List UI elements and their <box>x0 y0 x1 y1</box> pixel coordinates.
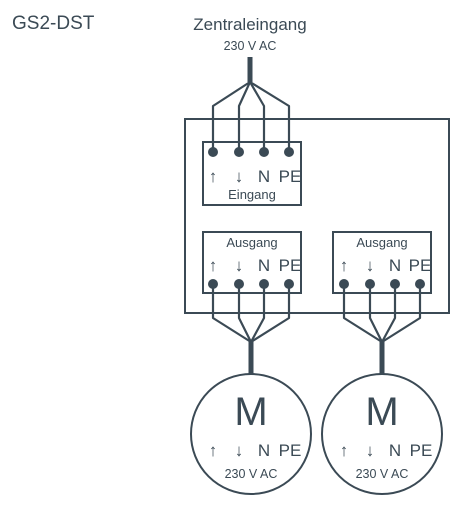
terminal-up-label: ↑ <box>340 441 349 460</box>
eingang-label: Eingang <box>228 187 276 202</box>
output-1-wire-pe <box>250 284 291 343</box>
terminal-n-label: N <box>258 256 270 275</box>
input-wire-n <box>249 81 266 150</box>
terminal-pe-label: PE <box>410 441 433 460</box>
ausgang-2-terminal-block: Ausgang ↑ ↓ N PE <box>332 231 432 294</box>
ausgang-2-label: Ausgang <box>356 235 407 250</box>
central-input-label: Zentraleingang <box>193 15 306 34</box>
input-wire-up <box>211 81 251 150</box>
eingang-terminal-block: ↑ ↓ N PE Eingang <box>202 141 302 206</box>
diagram-title: GS2-DST <box>12 13 95 34</box>
motor-symbol: M <box>234 390 267 434</box>
terminal-n-label: N <box>389 441 401 460</box>
terminal-pe-label: PE <box>279 441 302 460</box>
motor-2: M ↑ ↓ N PE 230 V AC <box>321 373 443 495</box>
terminal-pe-label: PE <box>409 256 432 275</box>
terminal-n-label: N <box>258 167 270 186</box>
output-2-wire-down <box>368 284 383 343</box>
terminal-pe-label: PE <box>279 167 302 186</box>
motor-circle <box>321 373 443 495</box>
terminal-down-label: ↓ <box>366 256 375 275</box>
central-input-voltage: 230 V AC <box>224 39 277 53</box>
input-wire-down <box>237 81 251 150</box>
motor-circle <box>190 373 312 495</box>
terminal-dot <box>284 147 294 157</box>
input-wire-pe <box>249 81 291 150</box>
terminal-n-label: N <box>258 441 270 460</box>
terminal-pe-label: PE <box>279 256 302 275</box>
terminal-n-label: N <box>389 256 401 275</box>
terminal-down-label: ↓ <box>235 167 244 186</box>
ausgang-1-label: Ausgang <box>226 235 277 250</box>
output-1-wire-n <box>250 284 266 343</box>
ausgang-1-terminal-block: Ausgang ↑ ↓ N PE <box>202 231 302 294</box>
terminal-dot <box>234 147 244 157</box>
terminal-down-label: ↓ <box>235 441 244 460</box>
terminal-dot <box>259 147 269 157</box>
device-enclosure <box>184 118 450 314</box>
terminal-up-label: ↑ <box>209 167 218 186</box>
output-2-wire-n <box>381 284 397 343</box>
output-1-wire-down <box>237 284 252 343</box>
motor-voltage: 230 V AC <box>225 467 278 481</box>
terminal-up-label: ↑ <box>340 256 349 275</box>
terminal-dot <box>208 147 218 157</box>
motor-symbol: M <box>365 390 398 434</box>
output-1-wire-up <box>211 284 252 343</box>
terminal-down-label: ↓ <box>235 256 244 275</box>
output-2-wire-up <box>342 284 383 343</box>
output-2-wire-pe <box>381 284 422 343</box>
terminal-up-label: ↑ <box>209 441 218 460</box>
terminal-down-label: ↓ <box>366 441 375 460</box>
terminal-up-label: ↑ <box>209 256 218 275</box>
motor-voltage: 230 V AC <box>356 467 409 481</box>
motor-1: M ↑ ↓ N PE 230 V AC <box>190 373 312 495</box>
